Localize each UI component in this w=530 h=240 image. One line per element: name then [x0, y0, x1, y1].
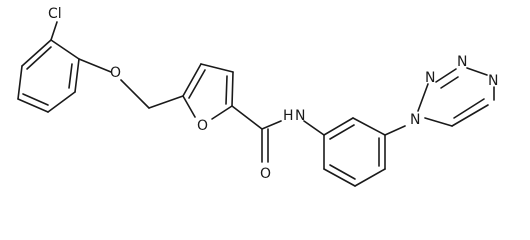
bond — [22, 93, 49, 106]
bond — [435, 68, 457, 83]
bond — [47, 91, 76, 113]
bond — [50, 21, 58, 41]
bond — [78, 58, 112, 73]
bond — [231, 105, 263, 130]
bond — [74, 58, 80, 93]
tetrazole-n4-label: N — [488, 73, 498, 89]
bond — [50, 39, 80, 60]
bond — [120, 79, 150, 109]
bond — [148, 95, 184, 109]
furan-oxygen-label: O — [197, 118, 208, 134]
bond — [231, 71, 234, 107]
bond — [68, 63, 73, 89]
bond — [261, 120, 282, 130]
bond — [329, 124, 355, 140]
bond — [188, 69, 206, 99]
bond — [303, 120, 325, 136]
bond — [354, 168, 386, 187]
bond — [329, 164, 356, 180]
bond — [21, 39, 52, 67]
bond — [440, 76, 459, 89]
tetrazole-n1-label: N — [410, 112, 420, 128]
carbonyl-oxygen-label: O — [260, 166, 271, 182]
bond-layer — [17, 21, 495, 187]
bond — [211, 105, 233, 120]
bond — [323, 117, 354, 136]
bond — [466, 67, 488, 76]
tetrazole-n3-label: N — [457, 54, 467, 70]
bond — [17, 65, 23, 100]
ether-oxygen-label: O — [110, 65, 121, 81]
bond — [352, 117, 386, 136]
bond — [200, 63, 234, 73]
bond — [323, 168, 356, 187]
amide-hydrogen-label: H — [283, 108, 294, 124]
bond — [453, 98, 485, 119]
bond — [451, 104, 489, 127]
tetrazole-n2-label: N — [425, 70, 435, 86]
bond — [182, 63, 202, 97]
chemical-structure: Cl O O O N H N N N N — [17, 6, 498, 187]
bond — [26, 46, 52, 70]
chlorine-atom-label: Cl — [48, 6, 62, 22]
atom-label-layer: Cl O O O N H N N N N — [48, 6, 498, 182]
amide-nitrogen-label: N — [295, 108, 305, 124]
bond — [225, 75, 228, 105]
bond — [417, 83, 429, 112]
bond — [17, 98, 49, 113]
bond — [424, 117, 453, 127]
bond — [384, 125, 406, 136]
bond — [182, 95, 196, 118]
